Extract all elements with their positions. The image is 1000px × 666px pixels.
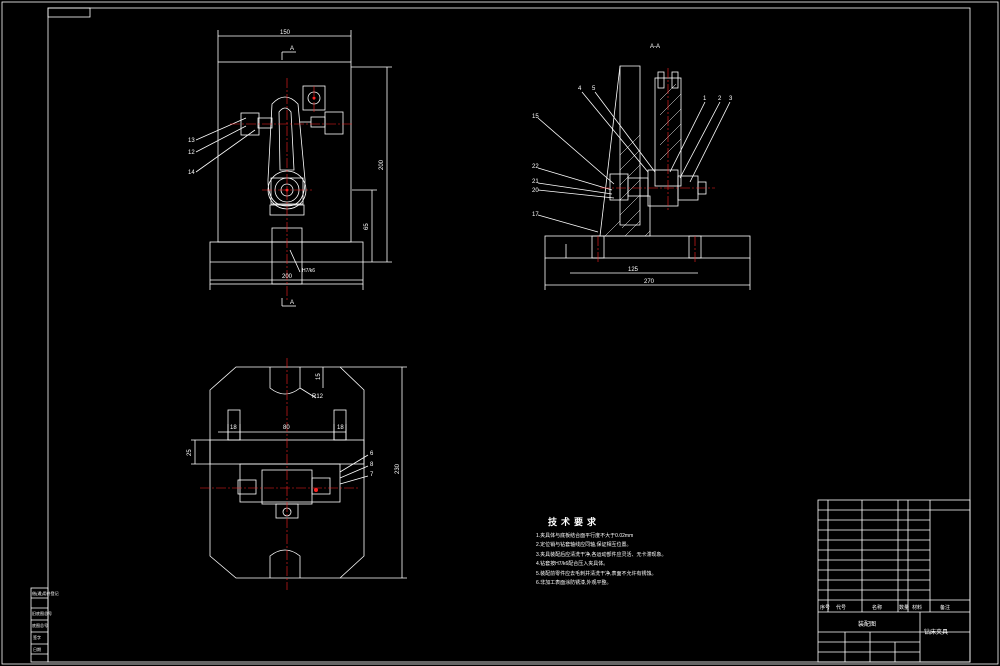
fv-dim-mid: 65 <box>364 223 370 230</box>
fv-callout-3: 14 <box>188 170 195 176</box>
fv-callout-1: 13 <box>188 138 195 144</box>
sv-callout-left-5: 17 <box>532 212 539 218</box>
sv-callout-left-2: 22 <box>532 164 539 170</box>
tb-header-code: 代号 <box>836 605 847 611</box>
sv-callout-top-2: 5 <box>592 86 596 92</box>
sv-callout-left-3: 21 <box>532 179 539 185</box>
center-lines <box>200 68 715 590</box>
tb-header-name: 名称 <box>872 605 883 611</box>
tv-dim-overall: 230 <box>395 463 401 474</box>
sv-callout-top-3: 1 <box>703 96 707 102</box>
rev-label-1: 借(通)用件登记 <box>32 591 59 596</box>
tv-dim-slot: 15 <box>316 373 322 380</box>
tech-requirement-item: 4.钻套按H7/k6配合压入夹具体。 <box>536 561 609 568</box>
sv-callout-left-4: 20 <box>532 188 539 194</box>
tv-dim-mid: 80 <box>283 425 290 431</box>
tb-header-index: 序号 <box>820 605 831 611</box>
sv-dim-inner: 125 <box>628 267 639 273</box>
tech-requirement-item: 5.装配前零件应去毛刺并清洗干净,表面不允许有锈蚀。 <box>536 570 657 577</box>
tv-callout-1: 6 <box>370 451 374 457</box>
sv-title: A-A <box>650 44 660 50</box>
fv-dim-base: 200 <box>282 274 293 280</box>
tb-header-material: 材料 <box>912 605 923 611</box>
sv-callout-top-5: 3 <box>729 96 733 102</box>
tech-requirement-item: 6.非加工表面涂防锈漆,外观平整。 <box>536 580 612 587</box>
tech-requirement-item: 3.夹具装配后应清洗干净,各运动部件应灵活、无卡滞现象。 <box>536 551 667 558</box>
tv-callout-3: 7 <box>370 472 374 478</box>
sv-dim-overall: 270 <box>644 279 655 285</box>
tech-requirement-item: 2.定位销与钻套轴线应同轴,保证相互位置。 <box>536 542 632 549</box>
tb-header-qty: 数量 <box>899 605 910 611</box>
rev-label-4: 签字 <box>33 635 41 640</box>
tv-callout-2: 8 <box>370 462 374 468</box>
tv-dim-left: 18 <box>230 425 237 431</box>
tech-requirements-list: 1.夹具体与底板结合面平行度不大于0.02mm 2.定位销与钻套轴线应同轴,保证… <box>536 532 667 588</box>
top-corner-box <box>47 7 91 18</box>
rev-label-2: 旧底图总号 <box>32 611 52 616</box>
red-markers <box>285 96 318 492</box>
tv-dim-right: 18 <box>337 425 344 431</box>
tv-dim-radius: R12 <box>312 394 324 400</box>
top-view <box>191 366 407 579</box>
inner-frame <box>47 7 971 663</box>
fv-section-mark-top: A <box>290 46 294 52</box>
rev-label-5: 日期 <box>33 647 41 652</box>
sv-callout-top-1: 4 <box>578 86 582 92</box>
fv-dim-width: 150 <box>280 30 291 36</box>
sv-callout-left-1: 15 <box>532 114 539 120</box>
sv-callout-top-4: 2 <box>718 96 722 102</box>
tv-dim-side: 25 <box>187 449 193 456</box>
front-view <box>195 30 392 307</box>
tb-header-notes: 备注 <box>940 605 951 611</box>
title-block <box>817 499 971 663</box>
fv-section-mark-bottom: A <box>290 300 294 306</box>
tech-requirement-item: 1.夹具体与底板结合面平行度不大于0.02mm <box>536 533 634 539</box>
rev-label-3: 底图总号 <box>32 623 48 628</box>
fv-dim-height: 200 <box>379 159 385 170</box>
section-view <box>537 65 751 290</box>
tech-requirements-title: 技术要求 <box>548 517 601 527</box>
fv-callout-2: 12 <box>188 150 195 156</box>
tb-drawing-name: 钻床夹具 <box>924 630 949 636</box>
revision-strip <box>30 587 49 663</box>
fv-tolerance: H7/k6 <box>302 268 315 274</box>
tb-sheet-label: 装配图 <box>858 622 877 628</box>
